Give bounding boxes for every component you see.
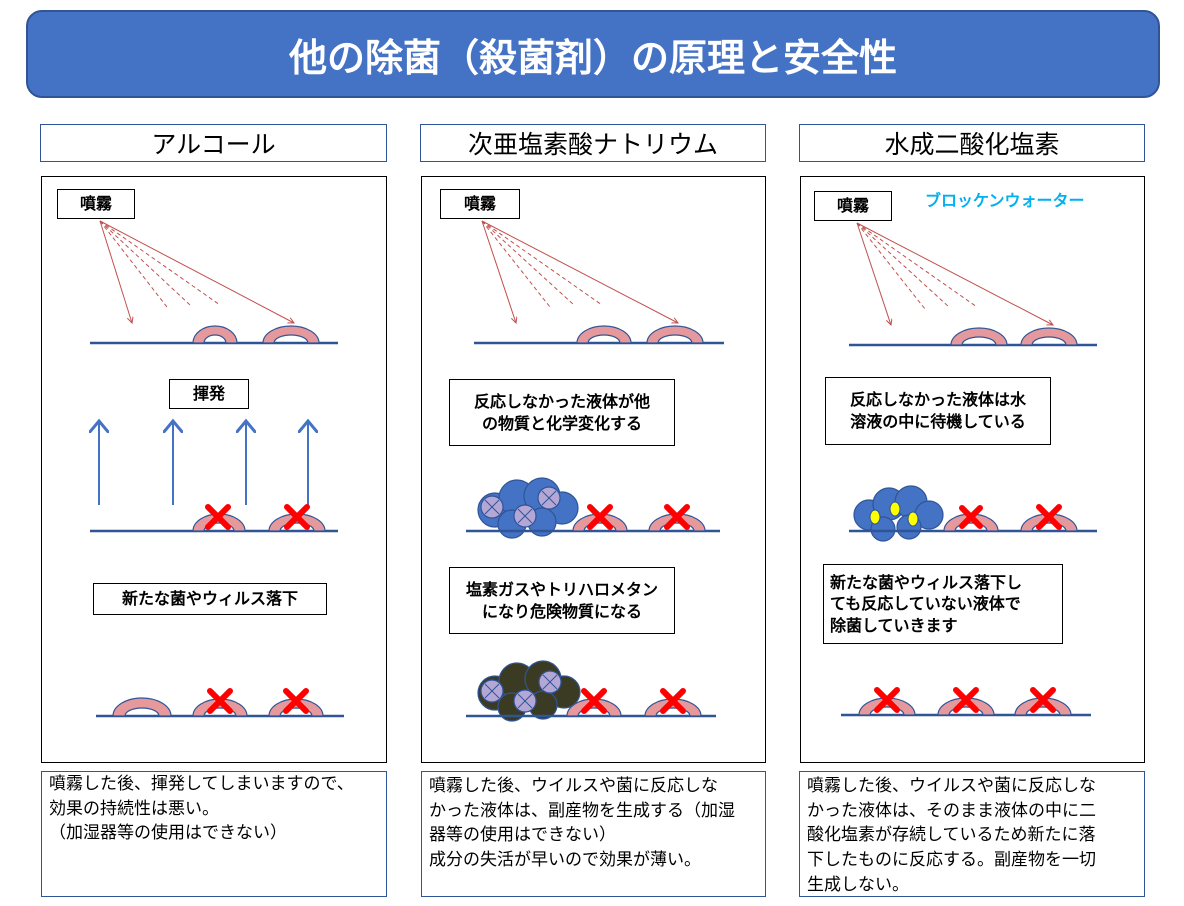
x-mark (959, 505, 983, 529)
alcohol-diagram (42, 220, 344, 718)
panel-alcohol: 噴霧 揮発 新たな菌やウィルス落下 (41, 176, 387, 763)
microbe (112, 697, 172, 717)
x-mark (284, 504, 310, 530)
spray-label: 噴霧 (440, 189, 520, 219)
column-heading-hypochlorite: 次亜塩素酸ナトリウム (420, 124, 766, 162)
spray-label: 噴霧 (814, 191, 892, 221)
x-mark (660, 688, 686, 714)
note-chlorine-dioxide: 噴霧した後、ウイルスや菌に反応しな かった液体は、そのまま液体の中に二 酸化塩素… (799, 771, 1145, 897)
x-mark (587, 504, 613, 530)
reactant-cloud (853, 485, 944, 542)
evaporate-label: 揮発 (169, 379, 249, 409)
column-heading-alcohol: アルコール (40, 124, 387, 162)
evaporation-arrows (99, 423, 308, 505)
new-germs-label: 新たな菌やウィルス落下 (93, 583, 327, 615)
reactant-cloud (477, 477, 579, 539)
x-mark (953, 687, 979, 713)
new-germs-label: 新たな菌やウィルス落下し ても反応していない液体で 除菌していきます (823, 564, 1063, 644)
column-heading-chlorine-dioxide: 水成二酸化塩素 (799, 124, 1145, 162)
page-title: 他の除菌（殺菌剤）の原理と安全性 (288, 35, 897, 80)
x-mark (207, 688, 233, 714)
spray-label: 噴霧 (57, 189, 135, 219)
panel-hypochlorite: 噴霧 反応しなかった液体が他 の物質と化学変化する 塩素ガスやトリハロメタン に… (421, 176, 766, 763)
note-alcohol: 噴霧した後、揮発してしまいますので、 効果の持続性は悪い。 （加湿器等の使用はで… (41, 771, 387, 897)
note-hypochlorite: 噴霧した後、ウイルスや菌に反応しな かった液体は、副産物を生成する（加湿 器等の… (421, 771, 766, 897)
x-mark (581, 688, 607, 714)
reaction-label: 反応しなかった液体が他 の物質と化学変化する (449, 379, 675, 446)
byproduct-label: 塩素ガスやトリハロメタン になり危険物質になる (449, 567, 675, 634)
hypochlorite-diagram (466, 220, 724, 722)
title-banner: 他の除菌（殺菌剤）の原理と安全性 (26, 10, 1160, 98)
x-mark (205, 504, 231, 530)
standby-label: 反応しなかった液体は水 溶液の中に待機している (825, 377, 1051, 445)
microbe (262, 325, 320, 344)
microbe (1020, 327, 1078, 346)
x-mark (1036, 504, 1062, 530)
microbe (950, 327, 1008, 346)
x-mark (283, 688, 309, 714)
x-mark (664, 504, 690, 530)
panel-chlorine-dioxide: 噴霧 ブロッケンウォーター 反応しなかった液体は水 溶液の中に待機している 新た… (800, 176, 1145, 763)
microbe (646, 325, 704, 344)
chlorine-dioxide-diagram (841, 222, 1097, 717)
microbe (576, 325, 632, 344)
spray-lines (481, 220, 678, 323)
byproduct-cloud (477, 660, 581, 722)
x-mark (874, 687, 900, 713)
x-mark (1030, 687, 1056, 713)
spray-lines (99, 220, 294, 323)
microbe (192, 325, 238, 344)
spray-lines (856, 222, 1053, 325)
brand-label: ブロッケンウォーター (925, 191, 1085, 210)
